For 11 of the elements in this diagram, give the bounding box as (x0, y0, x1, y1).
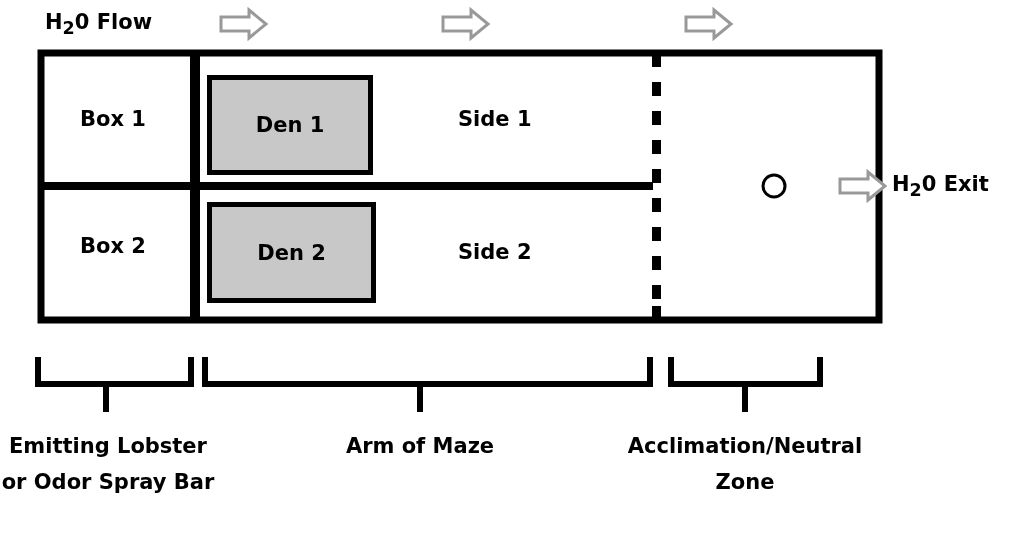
zone-label: Acclimation/Neutral Zone (626, 433, 864, 496)
compartment-label: Box 2 (80, 234, 146, 258)
compartment-label: Side 1 (458, 107, 532, 131)
zone-label: Emitting Lobster or Odor Spray Bar (0, 433, 216, 496)
zone-label: Arm of Maze (344, 433, 496, 460)
den-shelter: Den 1 (207, 75, 373, 175)
compartment-label: Side 2 (458, 240, 532, 264)
compartment-label: Box 1 (80, 107, 146, 131)
den-shelter: Den 2 (207, 202, 376, 303)
exit-label: H$_{2}$0 Exit (892, 172, 989, 201)
flow-label: H$_{2}$0 Flow (45, 10, 153, 39)
